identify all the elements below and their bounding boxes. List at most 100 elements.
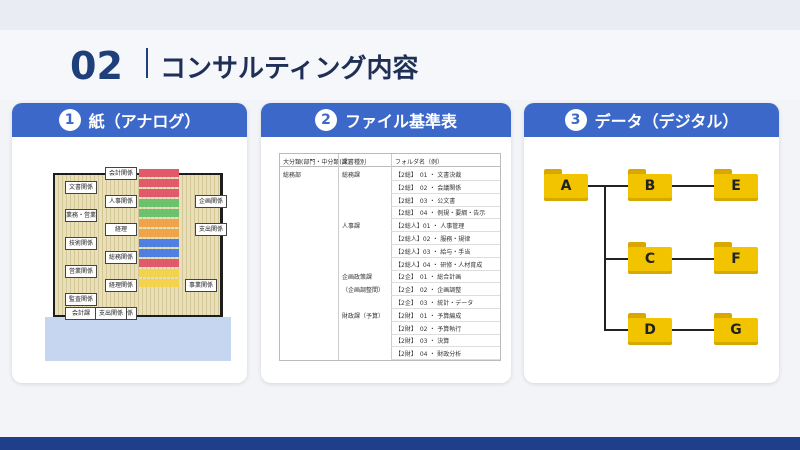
folder-tab [544, 169, 562, 177]
color-strip-stack [139, 169, 179, 294]
page-title: コンサルティング内容 [160, 54, 419, 84]
tree-connector [672, 185, 714, 187]
folder-icon[interactable]: B [628, 169, 672, 201]
row-divider [391, 295, 500, 297]
card-number-badge: 3 [564, 109, 587, 131]
folder-label: B [644, 178, 656, 194]
table-cell-folder: 【2総人】02 ・ 服務・規律 [395, 236, 471, 243]
folder-label: D [644, 322, 656, 338]
color-strip [139, 249, 179, 257]
folder-icon[interactable]: D [628, 313, 672, 345]
table-cell-section: 財政課（予算） [342, 312, 385, 320]
card-header: 1 紙（アナログ） [12, 103, 247, 137]
folder-icon[interactable]: G [714, 313, 758, 345]
card-title: データ（デジタル） [594, 112, 739, 131]
color-strip [139, 219, 179, 227]
tree-connector [672, 329, 714, 331]
top-band [0, 0, 800, 30]
tree-connector [604, 185, 606, 330]
folder-icon[interactable]: A [544, 169, 588, 201]
row-divider [391, 269, 500, 271]
file-tab-label: 支出関係 [195, 223, 227, 236]
file-tab-label: 経理 [105, 223, 137, 236]
file-tab-label: 支出関係 [95, 307, 127, 320]
row-divider [391, 359, 500, 361]
cabinet-base [45, 317, 231, 361]
file-tab-label: 文書関係 [65, 181, 97, 194]
row-divider [391, 231, 500, 233]
file-standard-table: 大分類(部門・中分類(課) 文書種別 フォルダ名（例） 総務部 総務課【2総】 0… [279, 153, 501, 361]
folder-tab [714, 169, 732, 177]
color-strip [139, 179, 179, 187]
row-divider [391, 218, 500, 220]
row-divider [391, 282, 500, 284]
header-cell: 大分類(部門・中分類(課) [283, 159, 351, 166]
table-cell-section: 企画政策課 [342, 274, 373, 282]
file-cabinet-illustration: 会計関係文書関係人事関係業務・営業経理技術関係総務関係営業関係経理関係監査関係業… [45, 165, 231, 361]
table-cell-folder: 【2企】 01 ・ 総合計画 [395, 274, 462, 282]
table-cell-section: （企画調整間） [342, 287, 385, 295]
file-tab-label: 経理関係 [105, 279, 137, 292]
row-divider [391, 192, 500, 194]
card-number-badge: 2 [314, 109, 337, 131]
file-tab-label: 総務関係 [105, 251, 137, 264]
color-strip [139, 229, 179, 237]
folder-label: F [731, 251, 741, 267]
file-tab-label: 営業関係 [65, 265, 97, 278]
table-header: 大分類(部門・中分類(課) 文書種別 フォルダ名（例） [280, 154, 500, 167]
table-cell-folder: 【2総】 04 ・ 例規・要綱・告示 [395, 210, 486, 218]
file-tab-label: 技術関係 [65, 237, 97, 250]
folder-icon[interactable]: F [714, 242, 758, 274]
column-divider [338, 154, 339, 360]
table-cell-folder: 【2総】 03 ・ 公文書 [395, 197, 456, 205]
folder-body [544, 174, 588, 201]
footer-band [0, 437, 800, 450]
table-cell-section: 総務課 [342, 172, 361, 179]
tree-connector [604, 258, 628, 260]
row-divider [391, 320, 500, 322]
folder-label: E [731, 178, 741, 194]
row-divider [391, 244, 500, 245]
tree-connector [604, 329, 628, 331]
folder-body [714, 174, 758, 201]
table-cell-folder: 【2企】 02 ・ 企画調整 [395, 287, 462, 295]
row-divider [391, 180, 500, 181]
folder-tab [628, 169, 646, 177]
table-cell-folder: 【2総】 02 ・ 会議関係 [395, 184, 462, 192]
table-cell-section: 人事課 [342, 223, 361, 231]
row-divider [391, 333, 500, 335]
folder-body [714, 318, 758, 345]
file-tab-label: 会計課 [65, 307, 97, 320]
card-paper: 1 紙（アナログ） 会計関係文書関係人事関係業務・営業経理技術関係総務関係営業関… [12, 103, 247, 383]
folder-label: G [730, 322, 742, 338]
folder-body [628, 318, 672, 345]
card-header: 3 データ（デジタル） [524, 103, 779, 137]
folder-tab [628, 313, 646, 321]
color-strip [139, 259, 179, 267]
table-cell-folder: 【2財】 04 ・ 財政分析 [395, 351, 462, 359]
folder-body [714, 247, 758, 274]
card-number-badge: 1 [58, 109, 81, 131]
color-strip [139, 239, 179, 247]
row-divider [391, 205, 500, 207]
tree-connector [672, 258, 714, 260]
row-divider [391, 346, 500, 348]
folder-label: C [644, 251, 656, 267]
folder-body [628, 174, 672, 201]
table-cell-folder: 【2企】 03 ・ 統計・データ [395, 300, 474, 307]
card-title: 紙（アナログ） [88, 112, 201, 131]
table-cell-dept: 総務部 [283, 172, 302, 179]
file-tab-label: 業務・営業 [65, 209, 97, 222]
header-cell: フォルダ名（例） [395, 159, 444, 166]
folder-icon[interactable]: E [714, 169, 758, 201]
table-cell-folder: 【2財】 01 ・ 予算編成 [395, 312, 462, 320]
header-cell: 文書種別 [342, 159, 367, 166]
folder-tab [714, 242, 732, 250]
folder-label: A [560, 178, 572, 194]
color-strip [139, 189, 179, 197]
card-file-standard: 2 ファイル基準表 大分類(部門・中分類(課) 文書種別 フォルダ名（例） 総務… [261, 103, 511, 383]
section-number: 02 [70, 44, 123, 88]
folder-icon[interactable]: C [628, 242, 672, 274]
table-cell-folder: 【2総人】03 ・ 給与・手当 [395, 248, 471, 256]
table-cell-folder: 【2総人】04 ・ 研修・人材育成 [395, 261, 483, 269]
